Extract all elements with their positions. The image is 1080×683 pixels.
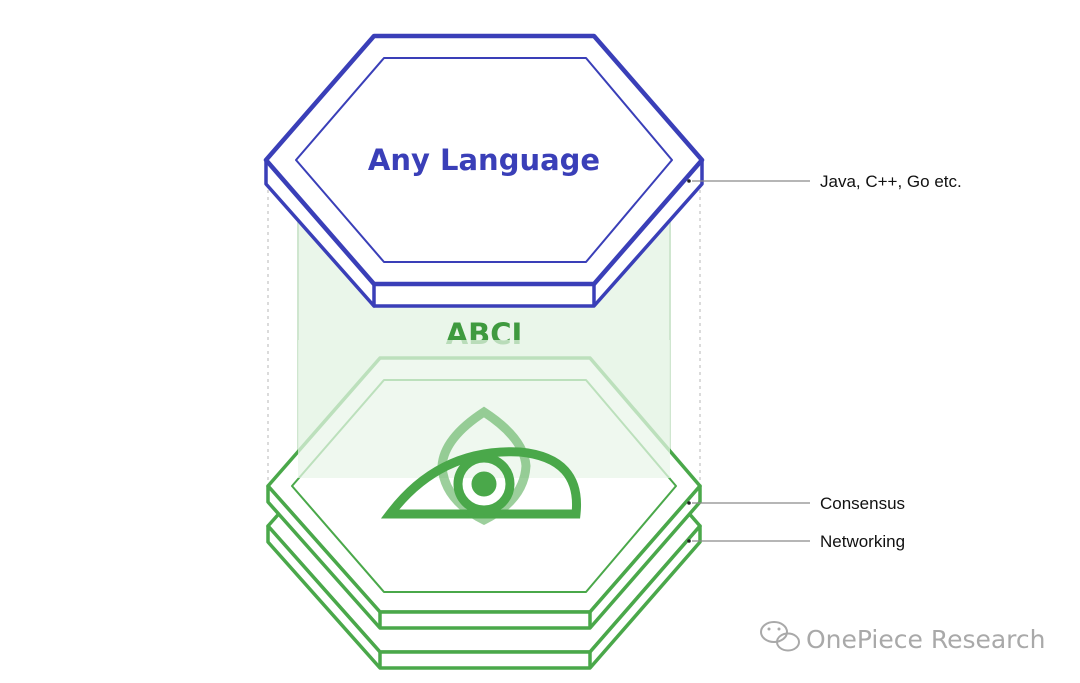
any-language-label: Any Language [368,143,600,177]
callout-languages: Java, C++, Go etc. [820,172,962,191]
callout-leaders [687,179,810,543]
watermark-text: OnePiece Research [806,625,1046,654]
callout-networking: Networking [820,532,905,551]
callout-consensus: Consensus [820,494,905,513]
any-language-layer [263,33,705,308]
watermark: OnePiece Research [760,621,1046,654]
tendermint-logo-icon [380,406,582,526]
wechat-icon [760,621,800,652]
